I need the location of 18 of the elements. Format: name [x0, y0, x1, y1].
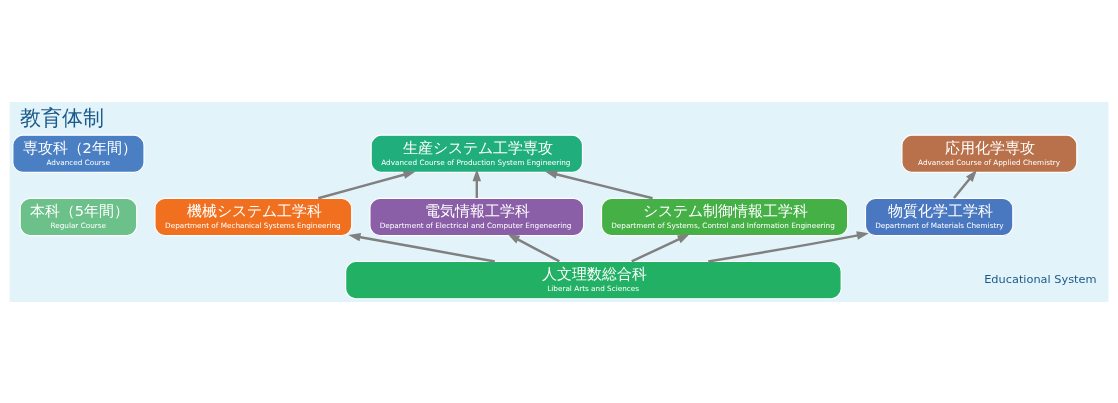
node-box: システム制御情報工学科 Department of Systems, Control and Information Engineering [600, 197, 849, 236]
node-box: 人文理数総合科 Liberal Arts and Sciences [345, 260, 842, 299]
arrow [317, 170, 416, 199]
node-box: 生産システム工学専攻 Advanced Course of Production System Engineering [370, 134, 584, 173]
node-box: 電気情報工学科 Department of Electrical and Computer Engeneering [369, 197, 585, 236]
diagram-title: 教育体制 [20, 104, 105, 130]
node-box: 物質化学工学科 Department of Materials Chemistry [864, 197, 1014, 236]
arrow [507, 233, 560, 262]
node-box: 機械システム工学科 Department of Mechanical Systems Engineering [154, 197, 353, 236]
arrow [631, 233, 690, 262]
node-box: 専攻科（2年間） Advanced Course [12, 134, 145, 173]
arrow [348, 232, 496, 263]
arrow [708, 230, 869, 263]
node-box: 応用化学専攻 Advanced Course of Applied Chemistry [901, 134, 1078, 173]
label: Educational System [984, 271, 1097, 286]
arrow [953, 169, 977, 199]
arrow [545, 169, 653, 199]
node-box: 本科（5年間） Regular Course [19, 197, 138, 236]
